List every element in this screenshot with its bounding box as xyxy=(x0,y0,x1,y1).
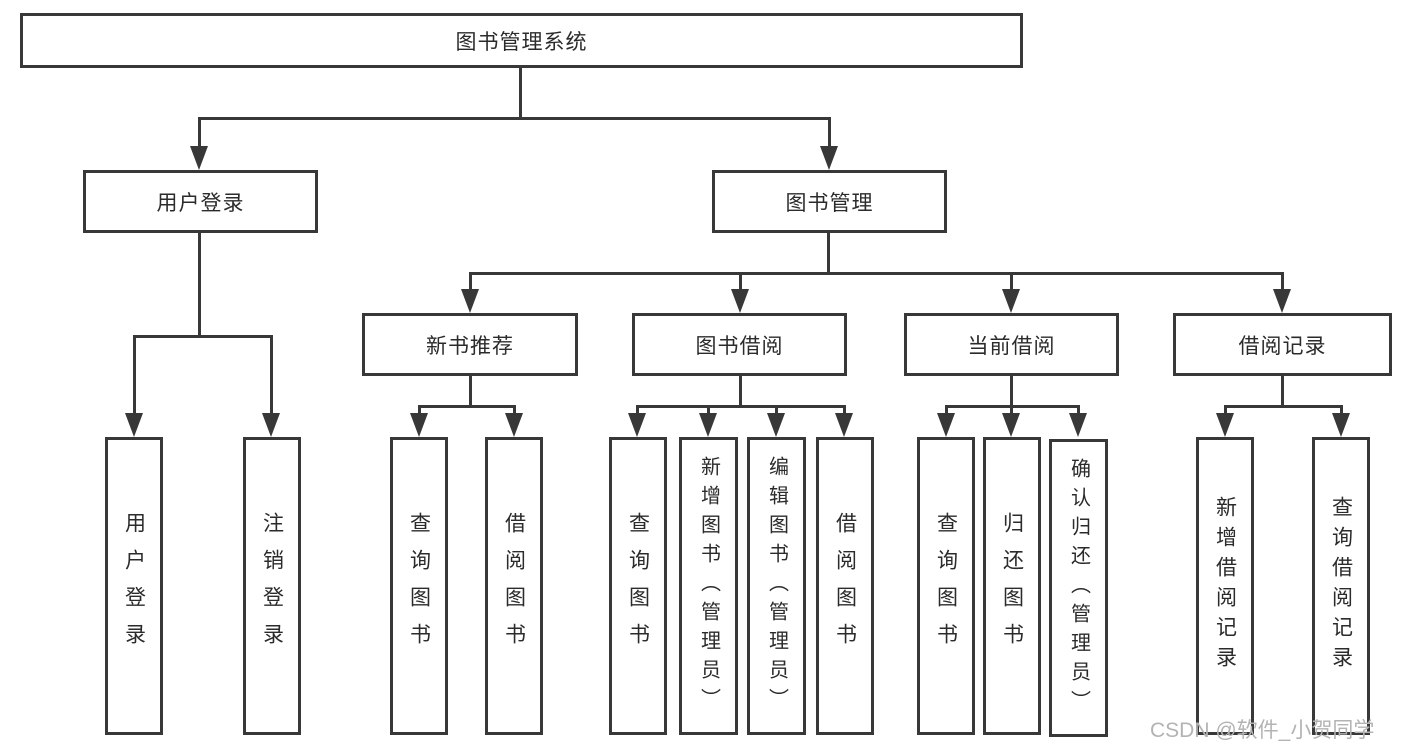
connector-line xyxy=(1224,405,1227,417)
node-library-system: 图书管理系统 xyxy=(20,13,1023,68)
node-user-login-action: 用户登录 xyxy=(105,437,163,735)
arrow-down-icon xyxy=(699,413,717,437)
node-return-books: 归还图书 xyxy=(983,437,1041,735)
node-user-login: 用户登录 xyxy=(83,170,318,233)
arrow-down-icon xyxy=(937,413,955,437)
node-label: 确认归还（管理员） xyxy=(1067,457,1090,719)
node-query-books: 查询图书 xyxy=(609,437,667,735)
node-label: 图书管理 xyxy=(785,191,874,215)
node-label: 新增借阅记录 xyxy=(1213,496,1237,676)
node-label: 新书推荐 xyxy=(426,334,514,358)
arrow-down-icon xyxy=(767,413,785,437)
node-label: 编辑图书（管理员） xyxy=(765,455,788,717)
arrow-down-icon xyxy=(820,146,838,170)
connector-line xyxy=(133,335,136,417)
arrow-down-icon xyxy=(125,413,143,437)
arrow-down-icon xyxy=(1002,289,1020,313)
node-label: 查询图书 xyxy=(407,512,431,660)
connector-line xyxy=(1010,405,1013,417)
arrow-down-icon xyxy=(628,413,646,437)
node-label: 用户登录 xyxy=(156,191,245,215)
node-label: 用户登录 xyxy=(122,512,146,660)
connector-line xyxy=(133,335,273,338)
connector-line xyxy=(1077,405,1080,417)
node-label: 查询图书 xyxy=(626,512,650,660)
arrow-down-icon xyxy=(505,413,523,437)
node-current-borrow: 当前借阅 xyxy=(904,313,1119,376)
node-label: 查询借阅记录 xyxy=(1329,496,1353,676)
node-borrow-books: 借阅图书 xyxy=(816,437,874,735)
connector-line xyxy=(270,335,273,417)
connector-line xyxy=(1010,376,1013,407)
arrow-down-icon xyxy=(262,413,280,437)
arrow-down-icon xyxy=(1216,413,1234,437)
node-label: 借阅图书 xyxy=(502,512,526,660)
arrow-down-icon xyxy=(190,146,208,170)
connector-line xyxy=(1010,272,1013,293)
node-add-book-admin: 新增图书（管理员） xyxy=(679,437,738,735)
connector-line xyxy=(636,405,846,408)
connector-line xyxy=(418,405,516,408)
connector-line xyxy=(828,117,831,150)
connector-line xyxy=(636,405,639,417)
node-new-book-recommend: 新书推荐 xyxy=(362,313,578,376)
connector-line xyxy=(739,272,742,293)
connector-line xyxy=(843,405,846,417)
arrow-down-icon xyxy=(1332,413,1350,437)
arrow-down-icon xyxy=(1002,413,1020,437)
connector-line xyxy=(198,117,831,120)
connector-line xyxy=(469,376,472,407)
connector-line xyxy=(1340,405,1343,417)
connector-line xyxy=(1224,405,1343,408)
node-label: 归还图书 xyxy=(1000,512,1024,660)
arrow-down-icon xyxy=(835,413,853,437)
node-label: 当前借阅 xyxy=(967,334,1056,358)
connector-line xyxy=(1281,272,1284,293)
node-label: 查询图书 xyxy=(934,512,958,660)
connector-line xyxy=(198,233,201,337)
connector-line xyxy=(469,272,472,293)
connector-line xyxy=(775,405,778,417)
node-edit-book-admin: 编辑图书（管理员） xyxy=(747,437,806,735)
csdn-watermark: CSDN @软件_小贺同学 xyxy=(1150,719,1375,742)
node-borrow-records: 借阅记录 xyxy=(1173,313,1392,376)
node-query-books: 查询图书 xyxy=(390,437,448,735)
connector-line xyxy=(519,68,522,119)
node-label: 借阅记录 xyxy=(1238,334,1327,358)
node-book-management: 图书管理 xyxy=(712,170,947,233)
node-label: 注销登录 xyxy=(260,512,284,660)
node-logout: 注销登录 xyxy=(243,437,301,735)
node-book-borrow: 图书借阅 xyxy=(632,313,847,376)
node-query-borrow-record: 查询借阅记录 xyxy=(1312,437,1370,735)
connector-line xyxy=(198,117,201,150)
node-confirm-return-admin: 确认归还（管理员） xyxy=(1049,439,1108,737)
connector-line xyxy=(945,405,948,417)
connector-line xyxy=(418,405,421,417)
connector-line xyxy=(707,405,710,417)
arrow-down-icon xyxy=(731,289,749,313)
arrow-down-icon xyxy=(410,413,428,437)
arrow-down-icon xyxy=(1273,289,1291,313)
node-query-books: 查询图书 xyxy=(917,437,975,735)
node-label: 图书管理系统 xyxy=(455,30,588,54)
arrow-down-icon xyxy=(1069,413,1087,437)
node-label: 新增图书（管理员） xyxy=(697,455,720,717)
connector-line xyxy=(513,405,516,417)
connector-line xyxy=(1281,376,1284,407)
arrow-down-icon xyxy=(461,289,479,313)
node-label: 图书借阅 xyxy=(695,334,784,358)
node-label: 借阅图书 xyxy=(833,512,857,660)
node-add-borrow-record: 新增借阅记录 xyxy=(1196,437,1254,735)
node-borrow-books: 借阅图书 xyxy=(485,437,543,735)
connector-line xyxy=(469,272,1284,275)
connector-line xyxy=(827,233,830,275)
connector-line xyxy=(739,376,742,407)
